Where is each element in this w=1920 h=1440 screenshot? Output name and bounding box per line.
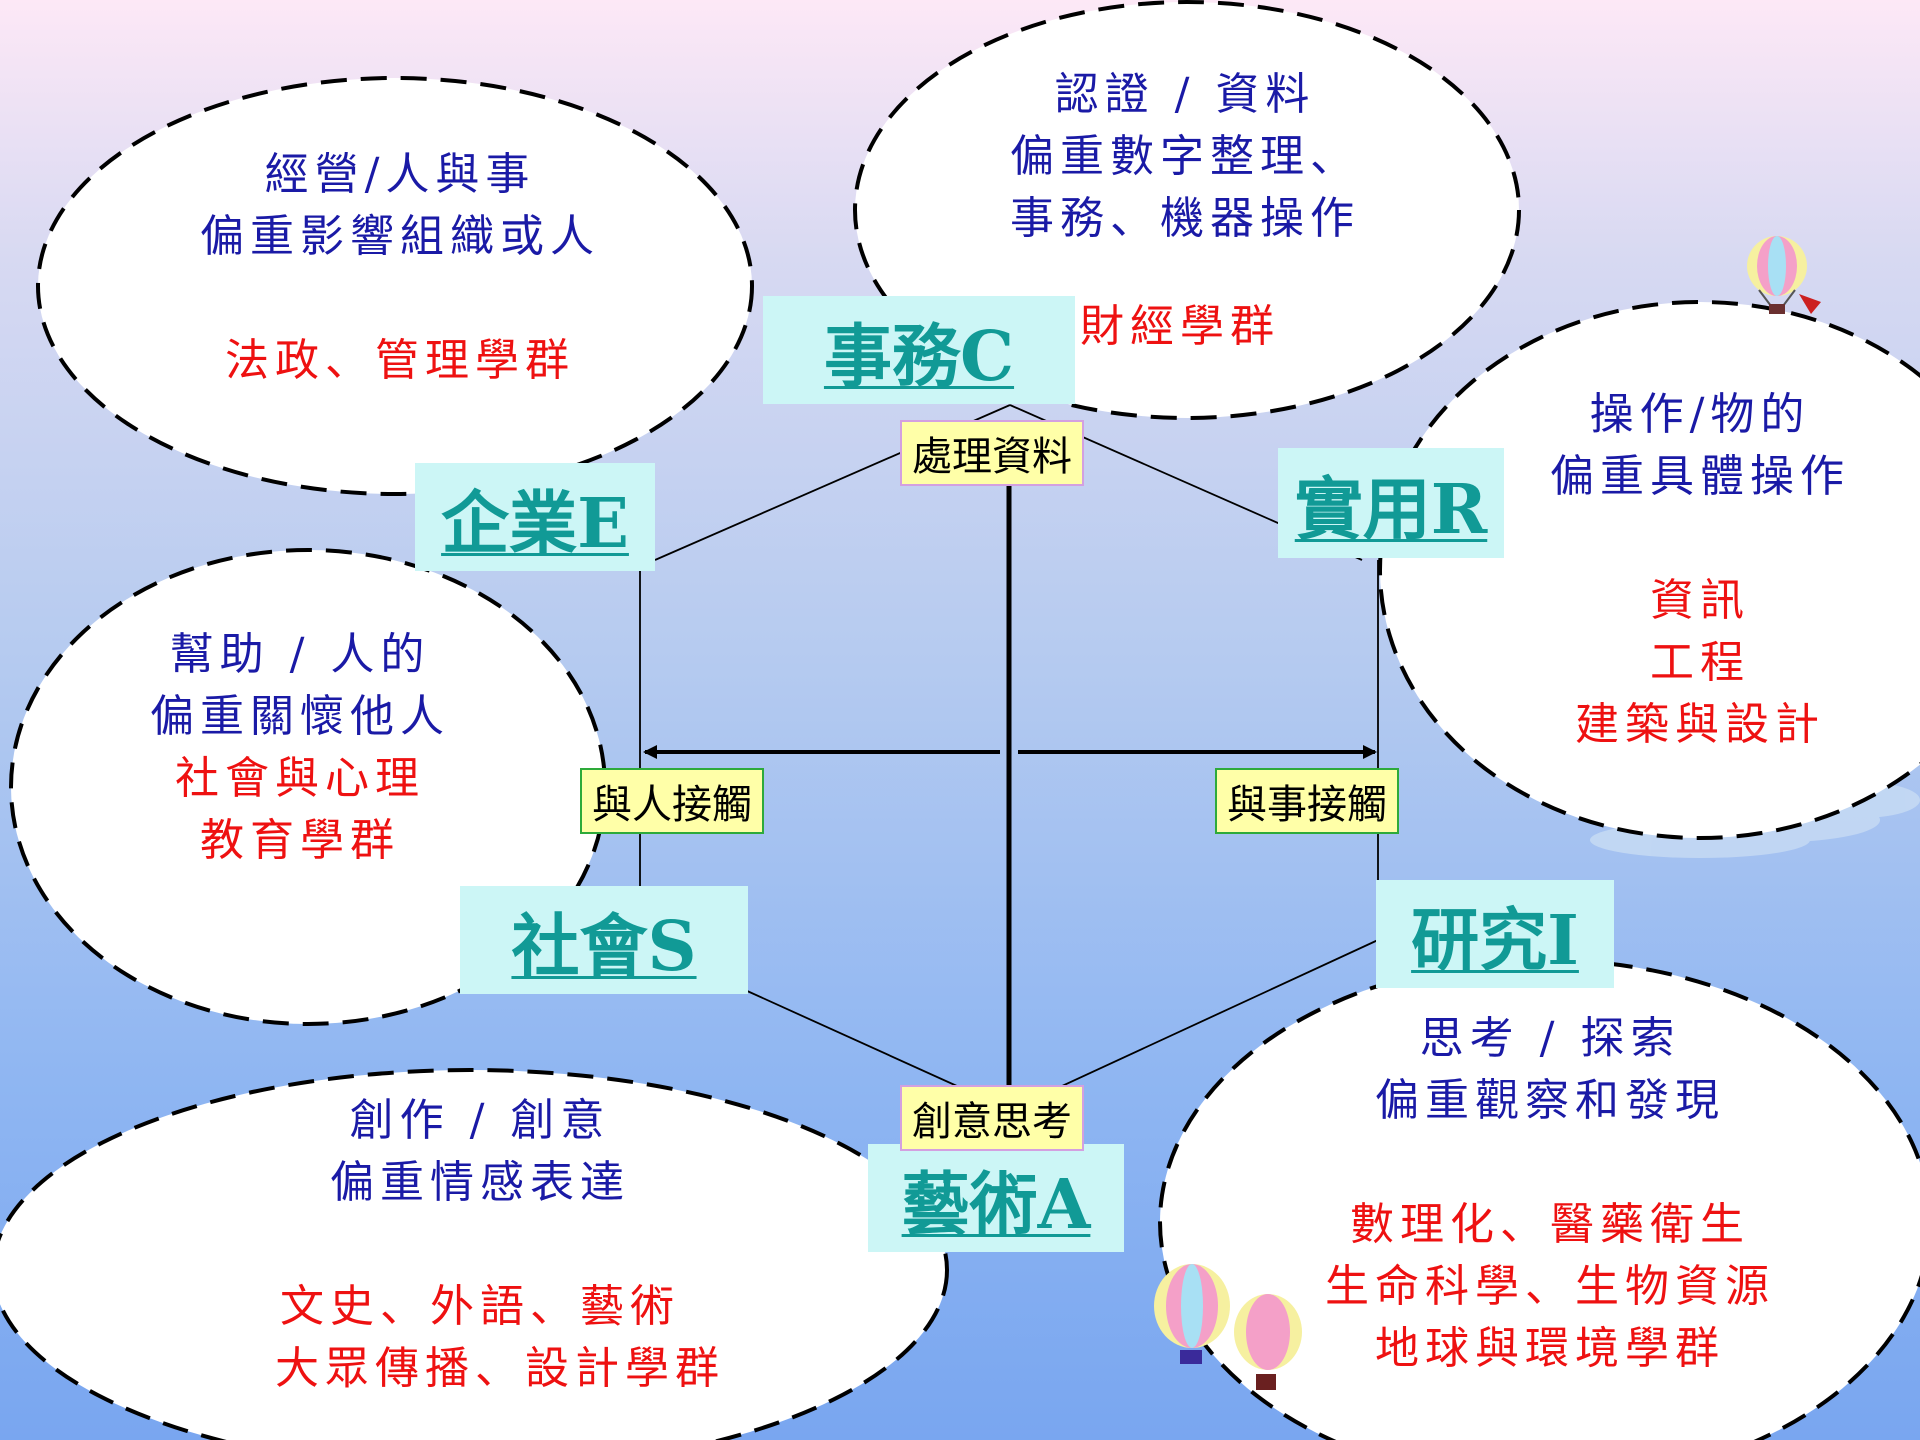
bubble-text-a: 創作 / 創意 偏重情感表達 文史、外語、藝術 大眾傳播、設計學群	[220, 1090, 740, 1400]
bubble-s-line-3: 社會與心理	[175, 753, 425, 804]
type-tag-s: 社會S	[460, 886, 748, 994]
type-label-r: 實用R	[1294, 469, 1488, 550]
bubble-c-line-1: 認證 / 資料	[1054, 69, 1316, 120]
type-tag-i: 研究I	[1376, 880, 1614, 988]
bubble-r-line-4: 工程	[1650, 637, 1750, 688]
bubble-text-s: 幫助 / 人的 偏重關懷他人 社會與心理 教育學群	[120, 624, 480, 872]
bubble-i-line-1: 思考 / 探索	[1419, 1013, 1681, 1064]
hot-air-balloon-icon	[1747, 236, 1821, 314]
hex-edge-i-a	[1009, 939, 1379, 1111]
bubble-r-line-2: 偏重具體操作	[1550, 451, 1850, 502]
bubble-r-line-5: 建築與設計	[1575, 699, 1825, 750]
bubble-text-c: 認證 / 資料 偏重數字整理、 事務、機器操作	[960, 64, 1410, 250]
bubble-e-line-3: 法政、管理學群	[225, 335, 575, 386]
bubble-c-line-3: 事務、機器操作	[1010, 193, 1360, 244]
type-tag-e: 企業E	[415, 463, 655, 571]
bubble-a-line-3: 文史、外語、藝術	[280, 1281, 680, 1332]
bubble-text-e: 經營/人與事 偏重影響組織或人 法政、管理學群	[140, 144, 660, 392]
bubble-a-line-4: 大眾傳播、設計學群	[275, 1343, 725, 1394]
bubble-text-r: 操作/物的 偏重具體操作 資訊 工程 建築與設計	[1515, 384, 1885, 756]
type-label-c: 事務C	[823, 316, 1015, 397]
bubble-text-i: 思考 / 探索 偏重觀察和發現 數理化、醫藥衛生 生命科學、生物資源 地球與環境…	[1320, 1008, 1780, 1380]
bubble-ellipse-a	[0, 1068, 949, 1440]
type-tag-r: 實用R	[1278, 448, 1504, 558]
bubble-s-line-2: 偏重關懷他人	[150, 691, 450, 742]
axis-label-bottom: 創意思考	[900, 1085, 1084, 1151]
bubble-a-line-1: 創作 / 創意	[349, 1095, 611, 1146]
bubble-c-line-4: 財經學群	[1080, 301, 1280, 352]
bubble-r-line-3: 資訊	[1650, 575, 1750, 626]
axis-label-top: 處理資料	[900, 420, 1084, 486]
hot-air-balloons-icon	[1154, 1264, 1302, 1390]
bubble-e-line-1: 經營/人與事	[264, 149, 536, 200]
type-label-e: 企業E	[441, 483, 629, 564]
bubble-c-line-2: 偏重數字整理、	[1010, 131, 1360, 182]
type-tag-c: 事務C	[763, 296, 1075, 404]
axis-label-left: 與人接觸	[580, 768, 764, 834]
bubble-i-line-2: 偏重觀察和發現	[1375, 1075, 1725, 1126]
bubble-i-line-5: 地球與環境學群	[1375, 1323, 1725, 1374]
bubble-i-line-4: 生命科學、生物資源	[1325, 1261, 1775, 1312]
bubble-i-line-3: 數理化、醫藥衛生	[1350, 1199, 1750, 1250]
bubble-s-line-1: 幫助 / 人的	[169, 629, 431, 680]
type-label-a: 藝術A	[901, 1164, 1091, 1245]
type-label-s: 社會S	[511, 906, 697, 987]
type-tag-a: 藝術A	[868, 1144, 1124, 1252]
type-label-i: 研究I	[1411, 900, 1579, 981]
bubble-ellipse-e	[36, 76, 754, 496]
bubble-ellipse-r	[1378, 300, 1920, 840]
bubble-s-line-4: 教育學群	[200, 815, 400, 866]
bubble-text-c-red: 財經學群	[1080, 296, 1320, 358]
axis-label-right: 與事接觸	[1215, 768, 1399, 834]
bubble-r-line-1: 操作/物的	[1589, 389, 1811, 440]
bubble-e-line-2: 偏重影響組織或人	[200, 211, 600, 262]
bubble-a-line-2: 偏重情感表達	[330, 1157, 630, 1208]
